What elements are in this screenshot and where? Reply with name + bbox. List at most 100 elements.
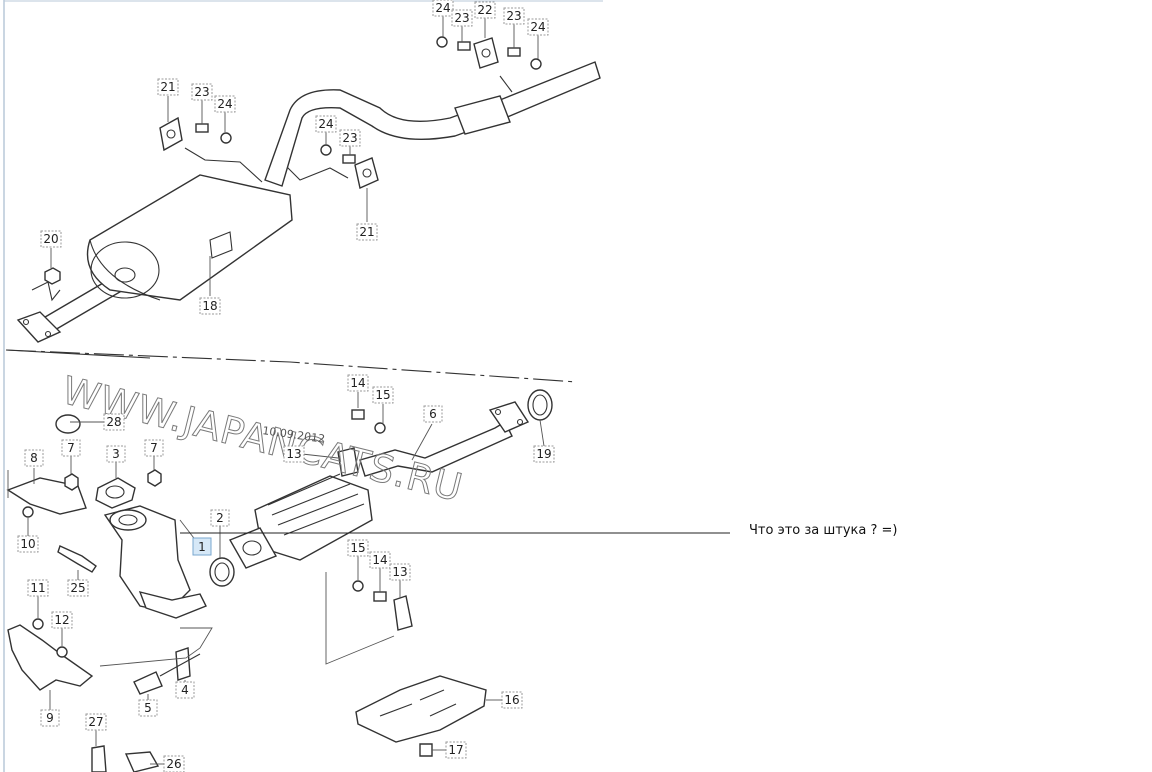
svg-text:14: 14 <box>372 553 387 567</box>
tail-pipe <box>264 61 601 187</box>
muffler-end-cap <box>90 241 160 299</box>
section-divider-line <box>5 349 578 383</box>
part-label-15: 15 <box>347 539 369 557</box>
part-label-7: 7 <box>144 439 164 457</box>
svg-text:6: 6 <box>429 407 437 421</box>
manifold-port-inner <box>118 514 138 526</box>
part-label-14: 14 <box>347 374 369 392</box>
part-label-5: 5 <box>138 699 158 717</box>
cap-28 <box>55 414 81 434</box>
svg-text:23: 23 <box>194 85 209 99</box>
part-label-24: 24 <box>214 95 236 113</box>
leader-lines <box>27 16 545 765</box>
section-divider-lower <box>5 349 151 359</box>
under-cover-16 <box>355 675 487 743</box>
flange-bolt-hole <box>494 408 502 416</box>
svg-text:24: 24 <box>318 117 333 131</box>
part-label-6: 6 <box>423 405 443 423</box>
part-label-28: 28 <box>103 413 125 431</box>
clip-27 <box>91 745 107 772</box>
svg-text:1: 1 <box>198 540 206 554</box>
spacer-14a <box>351 409 365 420</box>
part-label-10: 10 <box>17 535 39 553</box>
part-label-7: 7 <box>61 439 81 457</box>
converter-inlet-flange <box>228 527 278 569</box>
part-label-26: 26 <box>163 755 185 772</box>
part-labels: 24 23 22 23 24 21 23 24 24 23 21 20 18 1… <box>17 0 555 772</box>
washer-12 <box>56 646 68 658</box>
bracket-9 <box>7 624 94 691</box>
part-label-24: 24 <box>527 18 549 36</box>
gasket-19-inner <box>532 394 548 416</box>
svg-text:10: 10 <box>20 537 35 551</box>
svg-text:3: 3 <box>112 447 120 461</box>
bolt-10 <box>22 506 34 518</box>
oxygen-sensor-25 <box>57 545 97 573</box>
bolt-17 <box>419 743 433 757</box>
svg-text:24: 24 <box>217 97 232 111</box>
part-label-8: 8 <box>24 449 44 467</box>
svg-text:25: 25 <box>70 581 85 595</box>
nut-leader <box>31 281 61 302</box>
svg-text:22: 22 <box>477 3 492 17</box>
svg-text:24: 24 <box>530 20 545 34</box>
part-label-23: 23 <box>191 83 213 101</box>
part-label-25: 25 <box>67 579 89 597</box>
clip-26 <box>124 751 160 772</box>
manifold-port <box>109 509 147 531</box>
question-callout-text: Что это за штука ? =) <box>749 523 898 538</box>
svg-text:12: 12 <box>54 613 69 627</box>
stud-4 <box>175 647 191 681</box>
muffler-inlet-flange <box>16 311 62 343</box>
hanger-spacer-23 <box>195 41 521 164</box>
svg-text:24: 24 <box>435 1 450 15</box>
nut-7a <box>64 473 79 491</box>
svg-text:13: 13 <box>392 565 407 579</box>
converter-inlet-hole <box>242 540 262 556</box>
part-label-13: 13 <box>389 563 411 581</box>
part-label-19: 19 <box>533 445 555 463</box>
part-label-21: 21 <box>157 78 179 96</box>
pipe-bracket-13a <box>337 447 359 477</box>
svg-text:23: 23 <box>342 131 357 145</box>
part-label-2: 2 <box>210 509 230 527</box>
svg-text:16: 16 <box>504 693 519 707</box>
svg-text:26: 26 <box>166 757 181 771</box>
svg-text:9: 9 <box>46 711 54 725</box>
svg-text:21: 21 <box>359 225 374 239</box>
part-label-9: 9 <box>40 709 60 727</box>
part-label-13: 13 <box>283 445 305 463</box>
spacer-14b <box>373 591 387 602</box>
bolt-15b <box>352 580 364 592</box>
part-label-20: 20 <box>40 230 62 248</box>
converter-ribs <box>267 473 365 536</box>
manifold-gasket-3-hole <box>105 485 125 499</box>
part-label-27: 27 <box>85 713 107 731</box>
part-label-18: 18 <box>199 297 221 315</box>
svg-text:14: 14 <box>350 376 365 390</box>
svg-text:2: 2 <box>216 511 224 525</box>
part-label-1: 1 <box>192 537 212 556</box>
part-label-4: 4 <box>175 681 195 699</box>
svg-text:23: 23 <box>506 9 521 23</box>
svg-text:28: 28 <box>106 415 121 429</box>
part-label-23: 23 <box>339 129 361 147</box>
svg-text:17: 17 <box>448 743 463 757</box>
gasket-ring-2-inner <box>214 562 230 582</box>
tail-pipe-hanger <box>499 75 513 93</box>
flange-bolt-hole <box>44 330 52 338</box>
tail-pipe-resonator <box>454 95 511 135</box>
part-label-12: 12 <box>51 611 73 629</box>
muffler-inlet-hole <box>114 267 136 283</box>
assembly-guide-1 <box>99 627 213 667</box>
part-label-3: 3 <box>106 445 126 463</box>
gasket-ring-2 <box>209 557 235 587</box>
bolt-15a <box>374 422 386 434</box>
pipe-bracket-13b <box>393 595 413 631</box>
svg-text:19: 19 <box>536 447 551 461</box>
svg-text:15: 15 <box>375 388 390 402</box>
flange-bolt-hole <box>516 418 524 426</box>
rubber-hanger-22 <box>473 37 499 69</box>
svg-text:13: 13 <box>286 447 301 461</box>
